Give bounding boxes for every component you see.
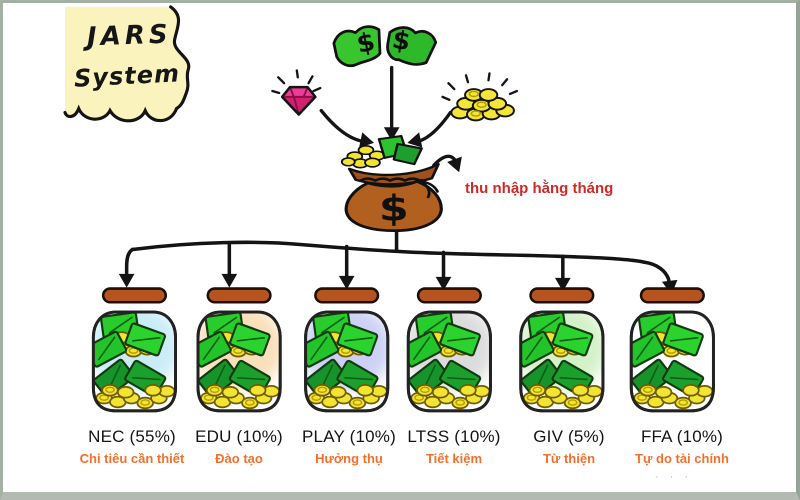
jar-label-ffa: FFA (10%) Tự do tài chính bbox=[622, 427, 742, 467]
jar-name: EDU (10%) bbox=[195, 427, 283, 446]
svg-text:$: $ bbox=[354, 26, 378, 59]
watermark-fragment: · · · bbox=[655, 471, 693, 483]
jar-description: Chi tiêu cần thiết bbox=[79, 451, 185, 466]
jar-ffa-icon bbox=[629, 287, 715, 413]
speech-bubble bbox=[63, 5, 191, 123]
jar-lid bbox=[206, 287, 272, 304]
jar-edu-icon bbox=[196, 287, 282, 413]
income-arrows bbox=[319, 65, 453, 148]
jar-nec-icon bbox=[91, 287, 178, 413]
jar-lid bbox=[416, 287, 482, 304]
jar-name: GIV (5%) bbox=[533, 427, 605, 446]
jar-lid bbox=[639, 287, 705, 304]
svg-text:$: $ bbox=[379, 188, 409, 230]
jar-lid bbox=[529, 287, 595, 304]
diagram-canvas: $ $ bbox=[63, 5, 715, 413]
jar-label-edu: EDU (10%) Đào tạo bbox=[179, 427, 299, 467]
jar-description: Từ thiện bbox=[542, 451, 596, 466]
jar-giv-icon bbox=[519, 287, 605, 413]
jar-name: LTSS (10%) bbox=[407, 427, 501, 446]
jar-label-ltss: LTSS (10%) Tiết kiệm bbox=[394, 427, 514, 467]
jar-name: FFA (10%) bbox=[640, 427, 724, 446]
jar-label-nec: NEC (55%) Chi tiêu cần thiết bbox=[72, 427, 192, 467]
jar-name: PLAY (10%) bbox=[302, 427, 396, 446]
gold-coins-icon bbox=[441, 72, 519, 122]
jar-description: Hưởng thụ bbox=[315, 451, 383, 466]
svg-text:$: $ bbox=[390, 24, 413, 57]
dollar-bills-icon: $ $ bbox=[332, 24, 438, 68]
jar-label-play: PLAY (10%) Hưởng thụ bbox=[289, 427, 409, 467]
jar-lid bbox=[314, 287, 380, 304]
jar-description: Tự do tài chính bbox=[635, 451, 729, 466]
income-label: thu nhập hằng tháng bbox=[465, 180, 614, 197]
income-label-arrow bbox=[432, 154, 462, 173]
jar-name: NEC (55%) bbox=[88, 427, 176, 446]
jar-description: Tiết kiệm bbox=[425, 451, 483, 466]
title-line1: JARS bbox=[86, 19, 173, 53]
jar-play-icon bbox=[304, 287, 390, 413]
jar-ltss-icon bbox=[406, 287, 492, 413]
jar-label-giv: GIV (5%) Từ thiện bbox=[509, 427, 629, 467]
gem-icon bbox=[271, 69, 322, 116]
money-bag-icon: $ bbox=[340, 134, 443, 233]
jar-description: Đào tạo bbox=[215, 451, 263, 466]
jar-lid bbox=[101, 287, 168, 304]
jars-row bbox=[91, 287, 715, 413]
title-line2: System bbox=[73, 59, 181, 93]
distribution-arrows bbox=[118, 230, 678, 295]
